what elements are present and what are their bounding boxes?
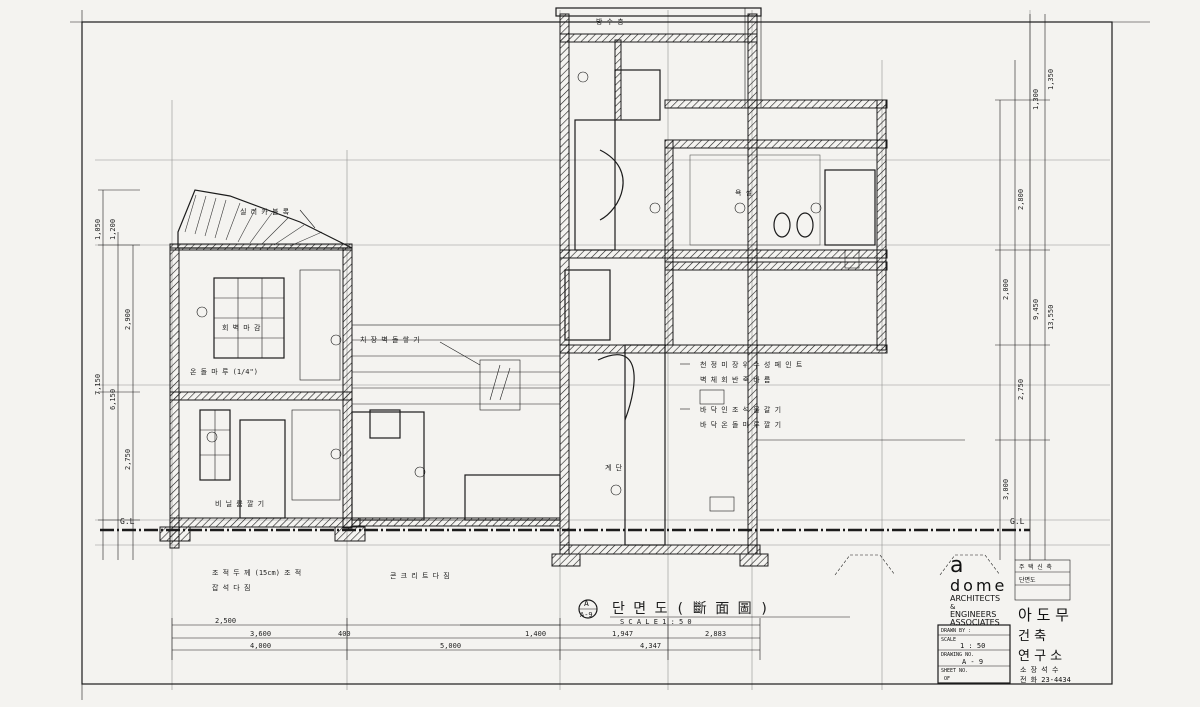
note-stair: 계 단: [605, 463, 623, 472]
project-label: 주 택 신 축: [1019, 563, 1052, 571]
firm-korean-2: 건 축: [1018, 629, 1046, 644]
dim-right-4: 2,800: [1017, 189, 1025, 210]
dim-left-5: 1,050: [94, 219, 102, 240]
note-right-4: 바 닥 온 돌 마 루 깔 기: [700, 420, 781, 429]
sheet-no-label: SHEET NO.: [941, 668, 968, 674]
note-floor-2: 비 닐 륨 깔 기: [215, 499, 264, 508]
note-bath: 욕 실: [735, 188, 752, 197]
note-floor-1: 온 돌 마 루 (1/4"): [190, 367, 258, 376]
brand-engineers: ENGINEERS: [950, 610, 996, 619]
note-base-2: 잡 석 다 짐: [212, 583, 250, 592]
note-right-3: 바 닥 인 조 석 물 갈 기: [700, 405, 781, 414]
sheet-border: [70, 10, 1150, 700]
drawing-title-text: 단 면 도 ( 斷 面 圖 ): [612, 601, 769, 617]
brand-a: a: [950, 553, 963, 578]
dim-left-6: 1,200: [109, 219, 117, 240]
dim-bottom-9: 4,347: [640, 642, 661, 650]
ground-label-left: G.L: [120, 517, 135, 526]
bottom-dimensions: 2,500 3,600 400 4,000 1,400 1,947 2,883 …: [171, 617, 761, 660]
dim-bottom-5: 1,400: [525, 630, 546, 638]
title-block: a dome ARCHITECTS & ENGINEERS ASSOCIATES…: [937, 553, 1071, 684]
note-roof-finish: 실 리 카 블 록: [240, 207, 290, 216]
brand-architects: ARCHITECTS: [950, 594, 1000, 603]
sheet-no-value: OF: [944, 676, 950, 682]
section-mark: A: [584, 599, 589, 608]
project-sub: 단면도: [1019, 576, 1036, 584]
left-wing-section: [159, 189, 366, 549]
scale-label: SCALE: [941, 637, 956, 643]
ground-label: G.L: [1010, 517, 1025, 526]
note-right-2: 벽 체 회 반 죽 바 름: [700, 375, 771, 384]
dim-bottom-7: 2,883: [705, 630, 726, 638]
note-base-1: 조 적 두 께 (15cm) 조 적: [212, 568, 301, 577]
brand-amp: &: [950, 603, 956, 611]
note-base-3: 콘 크 리 트 다 짐: [390, 571, 450, 580]
firm-phone: 전 화 23-4434: [1020, 675, 1071, 684]
firm-representative: 소 장 석 수: [1020, 665, 1059, 674]
dim-left-4: 2,750: [124, 449, 132, 470]
dim-bottom-3: 400: [338, 630, 351, 638]
dim-right-7: 2,000: [1002, 279, 1010, 300]
dim-bottom-2: 3,600: [250, 630, 271, 638]
dim-left-1: 7,150: [94, 374, 102, 395]
drawing-no-value: A - 9: [962, 658, 983, 666]
note-wall-2: 치 장 벽 돌 쌓 기: [360, 335, 420, 344]
dim-bottom-1: 2,500: [215, 617, 236, 625]
drawing-scale-text: S C A L E 1 : 5 0: [620, 618, 692, 626]
right-dimensions: 13,550 9,450 2,750 2,800 1,300 3,000 2,0…: [995, 14, 1055, 560]
annotation-labels: 방 수 층 실 리 카 블 록 회 벽 마 감 치 장 벽 돌 쌓 기 온 돌 …: [190, 17, 803, 592]
drawing-no-label: DRAWING NO.: [941, 652, 974, 658]
dim-right-2: 9,450: [1032, 299, 1040, 320]
dim-right-1: 13,550: [1047, 305, 1055, 330]
dim-bottom-4: 4,000: [250, 642, 271, 650]
left-dimensions: 7,150 6,150 2,900 2,750 1,050 1,200: [94, 189, 140, 560]
dim-right-5: 1,300: [1032, 89, 1040, 110]
note-wall-1: 회 벽 마 감: [222, 323, 261, 332]
note-right-1: 천 정 미 장 위 수 성 페 인 트: [700, 360, 803, 369]
ground-line: G.L G.L: [100, 517, 1030, 532]
dim-left-2: 6,150: [109, 389, 117, 410]
note-roof-top: 방 수 층: [596, 17, 624, 26]
drawn-by-label: DRAWN BY :: [941, 628, 971, 634]
dim-left-3: 2,900: [124, 309, 132, 330]
dim-right-8: 1,350: [1047, 69, 1055, 90]
brand-associates: ASSOCIATES: [950, 618, 1000, 627]
firm-korean-1: 아 도 무: [1018, 606, 1069, 624]
section-sheet: A-9: [580, 611, 593, 619]
right-wing-section: [551, 7, 1001, 576]
dim-right-6: 3,000: [1002, 479, 1010, 500]
drawing-title: A A-9 단 면 도 ( 斷 面 圖 ) S C A L E 1 : 5 0: [578, 599, 850, 626]
brand-dome: dome: [950, 576, 1007, 595]
dim-bottom-8: 5,000: [440, 642, 461, 650]
dim-bottom-6: 1,947: [612, 630, 633, 638]
scale-value: 1 : 50: [960, 642, 985, 650]
dim-right-3: 2,750: [1017, 379, 1025, 400]
firm-korean-3: 연 구 소: [1018, 649, 1062, 664]
